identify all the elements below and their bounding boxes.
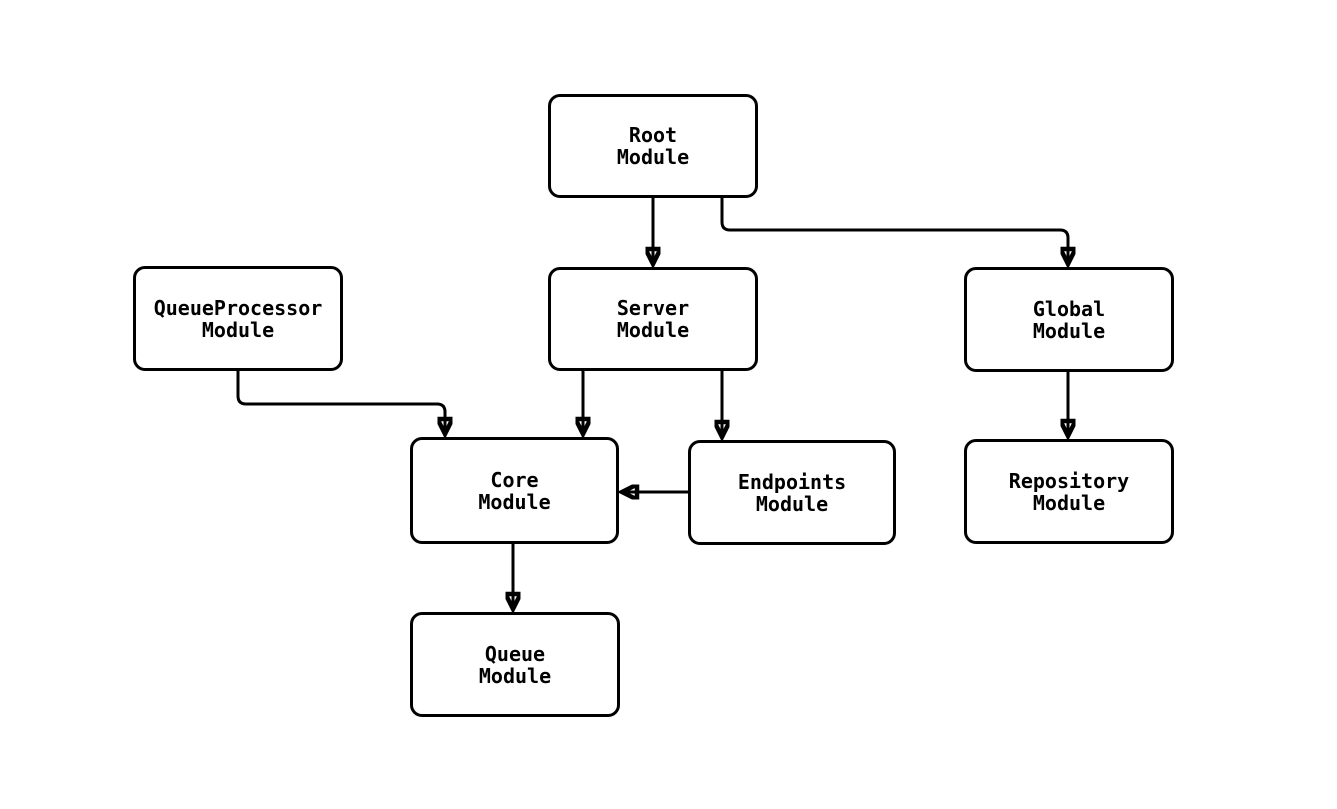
node-root-module-label: Root Module [616,123,690,169]
edge-queueprocessor-to-core [236,371,445,434]
node-repository-module: Repository Module [964,439,1174,544]
node-core-module-label: Core Module [478,467,551,514]
node-global-module: Global Module [964,267,1174,372]
node-queueprocessor-module-label: QueueProcessor Module [153,295,323,342]
edge-root-to-global [720,198,1068,264]
node-queue-module: Queue Module [410,612,620,717]
node-queueprocessor-module: QueueProcessor Module [133,266,343,371]
node-queue-module-label: Queue Module [478,641,552,688]
node-root-module: Root Module [548,94,758,198]
node-core-module: Core Module [410,437,619,544]
node-endpoints-module-label: Endpoints Module [737,469,847,516]
node-server-module: Server Module [548,267,758,371]
node-global-module-label: Global Module [1032,296,1106,343]
node-endpoints-module: Endpoints Module [688,440,896,545]
node-server-module-label: Server Module [616,296,690,342]
node-repository-module-label: Repository Module [1008,468,1130,515]
